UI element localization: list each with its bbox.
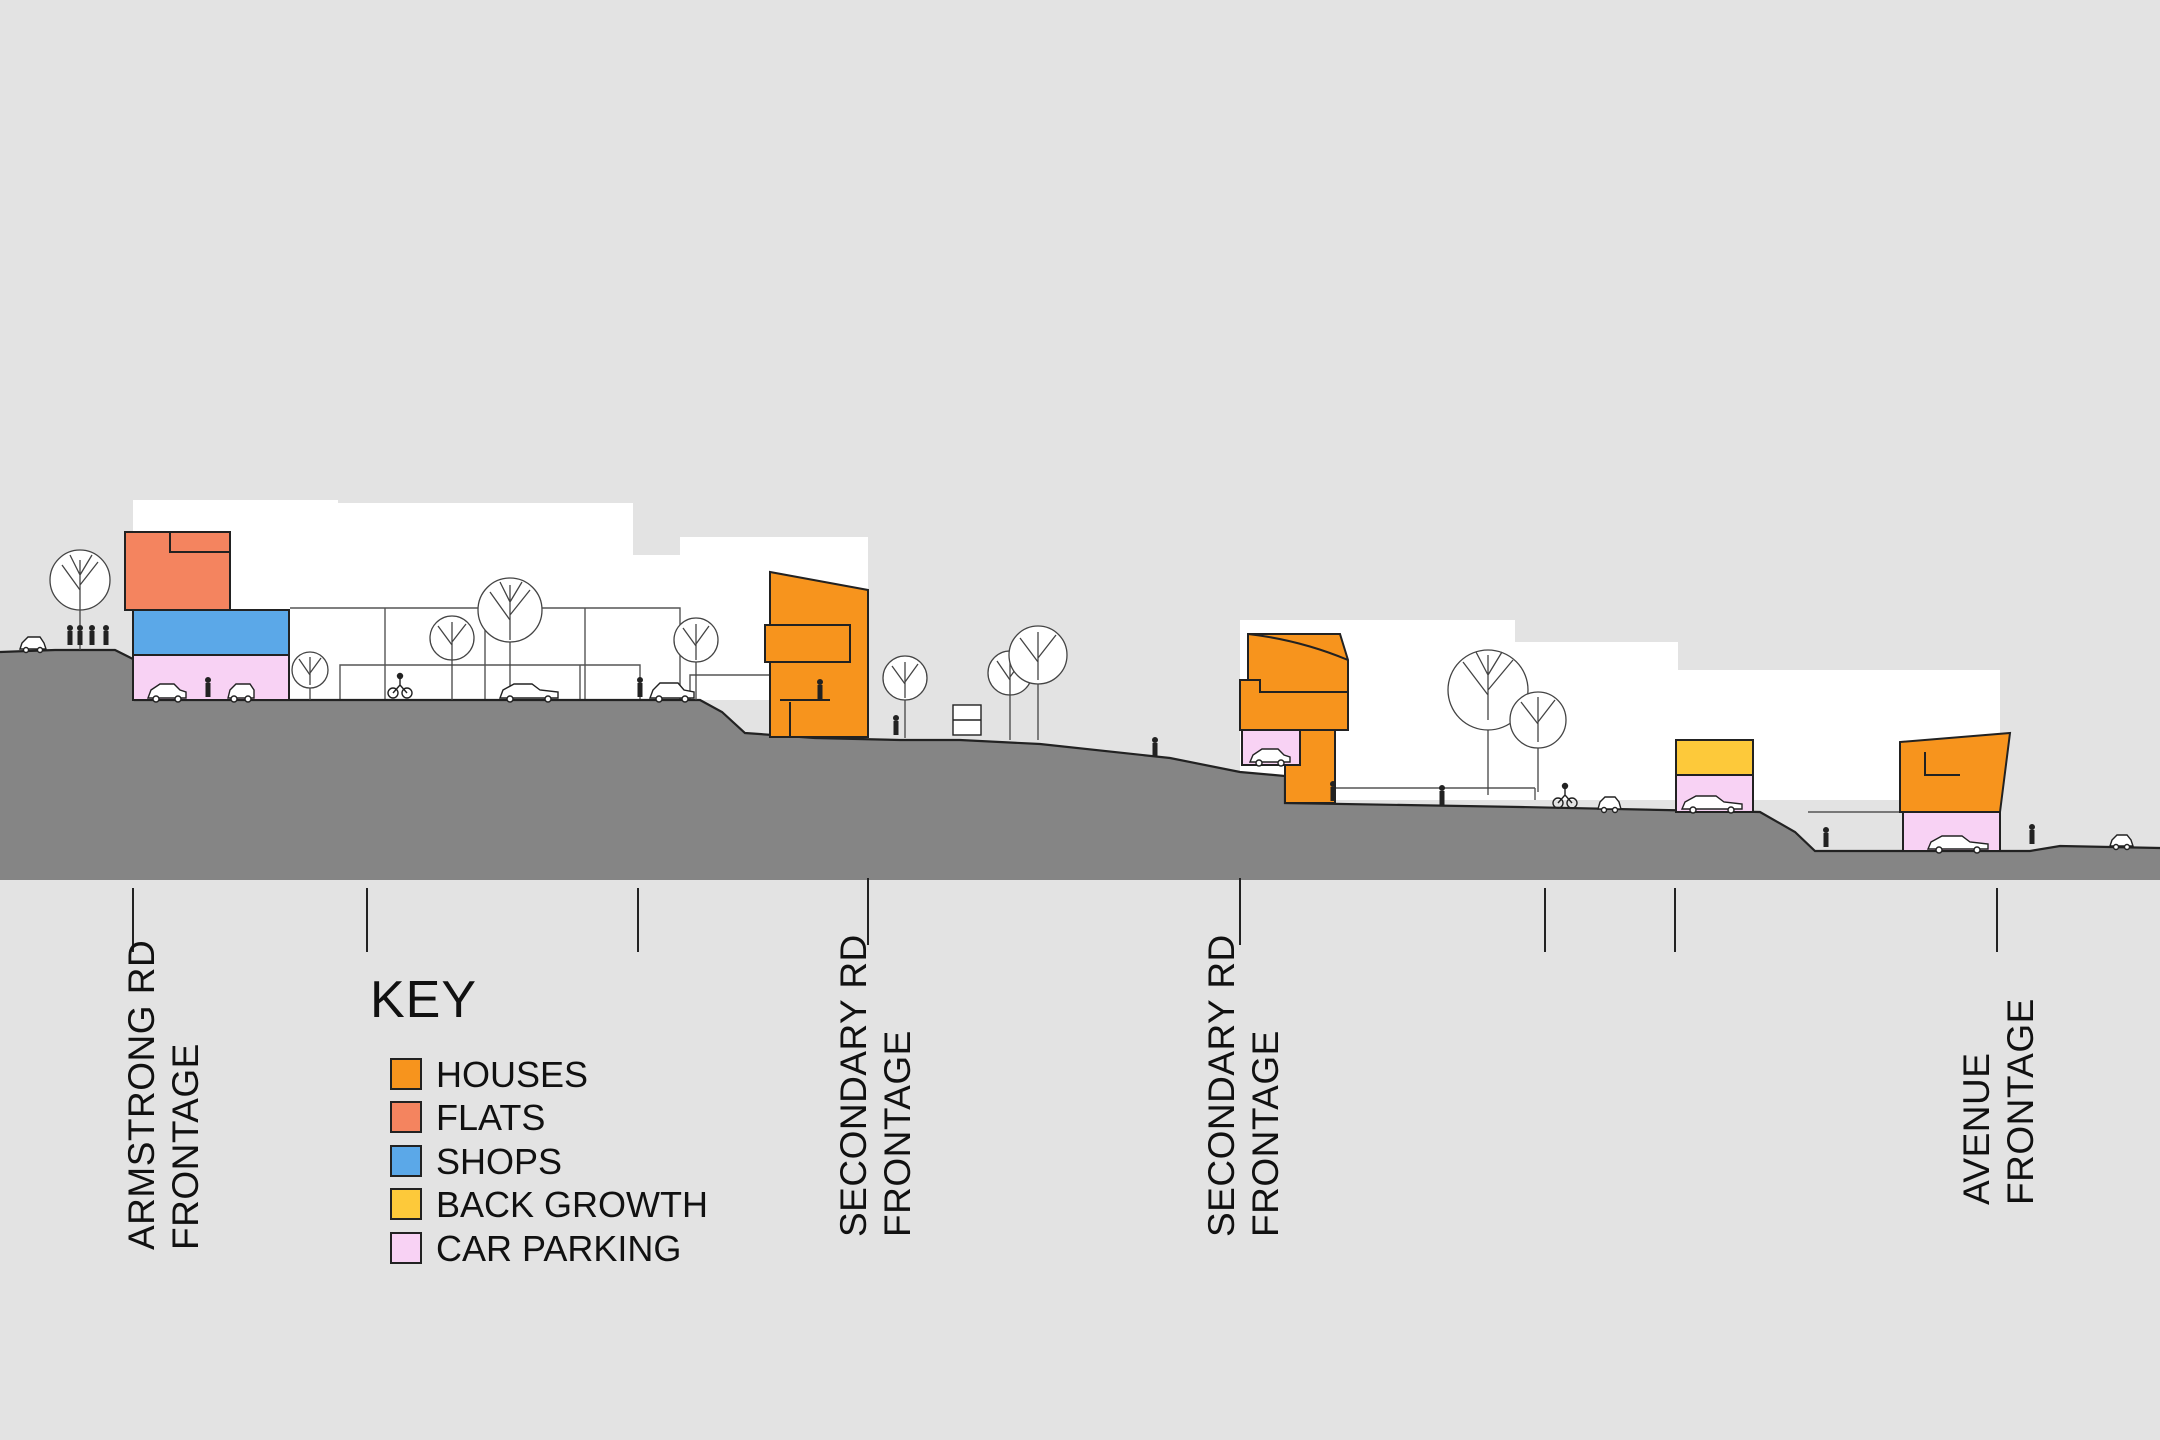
person-icon [893, 715, 899, 735]
cars [19, 636, 2134, 854]
key-label: BACK GROWTH [436, 1184, 709, 1225]
car-icon [1597, 796, 1622, 814]
back-growth-swatch [390, 1188, 422, 1220]
key-label: HOUSES [436, 1054, 589, 1095]
car-icon [498, 683, 559, 703]
person-icon [1330, 781, 1336, 801]
key-label: SHOPS [436, 1141, 563, 1182]
house-block [1899, 731, 2012, 813]
frontage-markers [132, 878, 1998, 952]
back-growth-block [1675, 739, 1754, 776]
person-icon [1439, 785, 1445, 805]
car-icon [2109, 834, 2134, 851]
person-icon [2029, 824, 2035, 844]
people [67, 625, 2035, 847]
car-icon [227, 683, 255, 703]
frontage-line2: FRONTAGE [1245, 1030, 1286, 1237]
tree-icon [1509, 691, 1567, 792]
person-icon [1152, 737, 1158, 757]
frontage-line1: SECONDARY RD [833, 934, 874, 1237]
frontage-label-avenue: AVENUE FRONTAGE [1955, 998, 2043, 1205]
frontage-line2: FRONTAGE [2000, 998, 2041, 1205]
shops-block [132, 609, 290, 656]
tree-icon [429, 615, 475, 700]
tree-icon [673, 617, 719, 700]
tree-icon [1447, 649, 1529, 795]
key-title: KEY [370, 971, 478, 1029]
cyclist-icon [1552, 782, 1578, 809]
person-icon [89, 625, 95, 645]
person-icon [67, 625, 73, 645]
person-icon [77, 625, 83, 645]
truck-icon [952, 704, 982, 736]
person-icon [1823, 827, 1829, 847]
shops-swatch [390, 1145, 422, 1177]
cyclist-icon [387, 672, 413, 699]
car-icon [648, 682, 695, 703]
person-icon [103, 625, 109, 645]
building-avenue [1899, 731, 2012, 852]
key-label: CAR PARKING [436, 1228, 682, 1269]
building-secondary-1 [764, 570, 869, 738]
cyclists [387, 672, 1578, 809]
person-icon [205, 677, 211, 697]
ground-terrain [0, 650, 2160, 880]
houses-swatch [390, 1058, 422, 1090]
building-secondary-2 [1239, 633, 1349, 804]
flats-block [124, 531, 231, 611]
flats-swatch [390, 1101, 422, 1133]
frontage-line1: SECONDARY RD [1201, 934, 1242, 1237]
frontage-label-secondary-1: SECONDARY RD FRONTAGE [832, 934, 920, 1237]
tree-icon [1008, 625, 1068, 740]
car-icon [146, 683, 187, 703]
car-icon [19, 636, 47, 654]
trees [49, 549, 1567, 795]
frontage-label-secondary-2: SECONDARY RD FRONTAGE [1200, 934, 1288, 1237]
frontage-line2: FRONTAGE [165, 1043, 206, 1250]
key-label: FLATS [436, 1097, 546, 1138]
frontage-label-armstrong: ARMSTRONG RD FRONTAGE [120, 940, 208, 1250]
background-building-right [1240, 620, 2000, 800]
tree-icon [291, 651, 329, 700]
frontage-line1: AVENUE [1956, 1052, 1997, 1205]
frontage-line1: ARMSTRONG RD [121, 939, 162, 1250]
car-icon [1248, 748, 1291, 767]
tree-icon [882, 655, 928, 738]
frontage-line2: FRONTAGE [877, 1030, 918, 1237]
person-icon [817, 679, 823, 699]
car-icon [1680, 795, 1743, 814]
person-icon [637, 677, 643, 697]
car-parking-swatch [390, 1232, 422, 1264]
car-icon [1926, 835, 1989, 854]
